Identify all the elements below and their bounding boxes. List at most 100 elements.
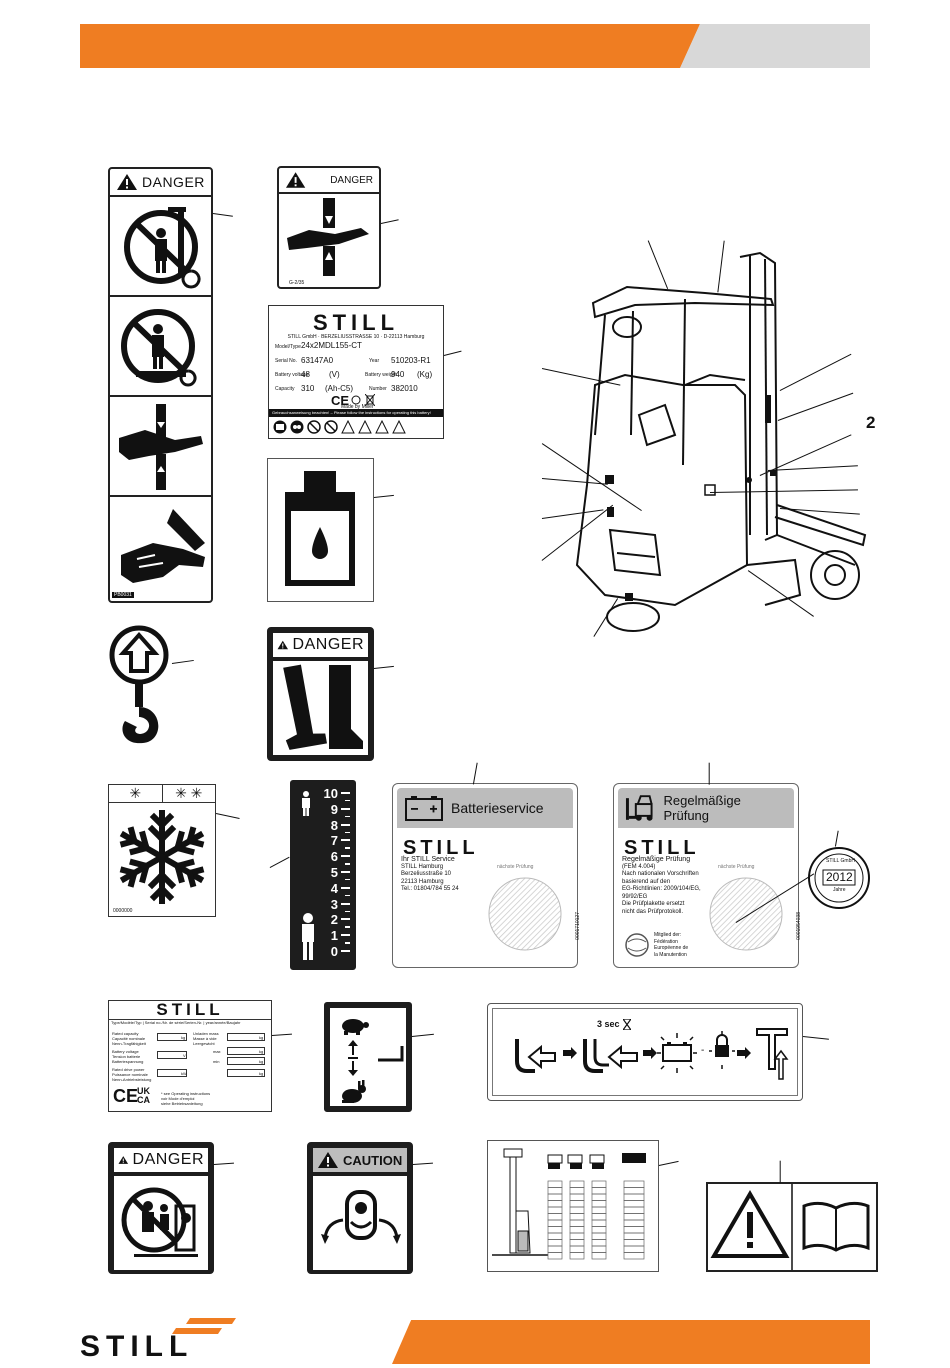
load-chart-cell bbox=[547, 1226, 563, 1234]
leader-line bbox=[215, 813, 240, 820]
weight-unit: (Kg) bbox=[417, 369, 433, 379]
voltage-label: Battery voltage bbox=[275, 371, 309, 378]
capacity-ce-mark: CE bbox=[113, 1085, 139, 1106]
key-hold-step-icon bbox=[583, 1039, 638, 1073]
sequence-dash: - bbox=[701, 1045, 705, 1056]
load-chart-cell bbox=[623, 1219, 645, 1227]
battery-voltage-fr: Tension batterie bbox=[112, 1053, 141, 1059]
code-label: Number bbox=[369, 385, 387, 392]
key-insert-step-icon bbox=[515, 1039, 556, 1073]
voltage-value: 48 bbox=[301, 369, 310, 379]
load-chart-cell bbox=[569, 1200, 585, 1208]
scale-tick bbox=[341, 950, 350, 952]
forklift-icon bbox=[625, 795, 653, 821]
read-manual-label bbox=[706, 1182, 878, 1272]
caution-label: CAUTION bbox=[307, 1142, 413, 1274]
leader-line bbox=[708, 762, 710, 785]
cold-store-label: ✳ ✳ ✳ 0000000 bbox=[108, 784, 216, 917]
scale-half-tick bbox=[345, 910, 350, 912]
member-4: la Manutention bbox=[654, 951, 687, 958]
inspection-title: Regelmäßige Prüfung bbox=[663, 793, 741, 823]
leader-line bbox=[411, 1033, 434, 1038]
battery-voltage-label: Battery voltage bbox=[112, 1048, 139, 1054]
load-chart-cell bbox=[623, 1232, 645, 1240]
nameplate-brand-logo: STILL bbox=[312, 310, 400, 335]
danger-pinch-code: G-2/35 bbox=[289, 279, 305, 286]
header-bar-orange bbox=[80, 24, 700, 68]
no-fire-icon bbox=[307, 419, 321, 434]
danger-strip-code: PB0031 bbox=[112, 591, 134, 598]
battery-service-brand: STILL bbox=[403, 837, 479, 859]
inspection-body-3: EG-Richtlinien: 2009/104/EG, bbox=[622, 886, 701, 892]
load-chart-cell bbox=[547, 1206, 563, 1214]
unit-kg-1: kg bbox=[181, 1034, 186, 1040]
lock-indicator-icon bbox=[709, 1031, 735, 1069]
load-chart-cell bbox=[547, 1245, 563, 1253]
scale-number: 10 bbox=[323, 786, 338, 801]
danger-strip-label: DANGER PB0031 bbox=[108, 167, 213, 603]
seal-year: 2012 bbox=[826, 870, 853, 884]
foot-crush-pictogram bbox=[283, 664, 363, 750]
load-chart-cell bbox=[623, 1213, 645, 1221]
year-label: Year bbox=[369, 357, 380, 364]
battery-indicator-icon bbox=[657, 1033, 697, 1073]
member-2: Fédération bbox=[654, 938, 678, 945]
no-children-icon bbox=[324, 419, 338, 434]
load-chart-cell bbox=[591, 1213, 607, 1221]
battery-warning-icon bbox=[392, 419, 406, 433]
danger-strip-heading: DANGER bbox=[142, 174, 205, 190]
forklift-illustration bbox=[575, 251, 867, 632]
small-person-icon bbox=[302, 791, 310, 816]
scale-number: 0 bbox=[330, 944, 338, 959]
capacity-note-1: * see Operating instructions bbox=[161, 1090, 211, 1096]
load-chart-cell bbox=[591, 1206, 607, 1214]
hydraulic-oil-pictogram bbox=[285, 471, 355, 586]
leader-line bbox=[212, 213, 233, 218]
pinch-hand-pictogram bbox=[287, 198, 369, 276]
battery-icon bbox=[405, 796, 443, 821]
load-chart-cell bbox=[623, 1245, 645, 1253]
battery-service-title: Batterieservice bbox=[451, 800, 544, 816]
capacity-value: 310 bbox=[301, 383, 315, 393]
danger-foot-heading: DANGER bbox=[292, 636, 364, 653]
load-chart-cell bbox=[569, 1232, 585, 1240]
up-down-arrows-icon bbox=[348, 1040, 358, 1076]
unit-kg-3: kg bbox=[259, 1048, 264, 1054]
battery-service-label: Batterieservice STILL Ihr STILL Service … bbox=[392, 783, 581, 968]
member-1: Mitglied der: bbox=[654, 932, 682, 938]
min-label: min bbox=[213, 1058, 220, 1064]
rated-power-de: Nenn-Antriebsleistung bbox=[112, 1076, 152, 1082]
battery-service-code: 0001710127 bbox=[575, 912, 581, 940]
scale-number: 1 bbox=[330, 928, 338, 944]
turtle-slow-icon bbox=[342, 1019, 369, 1035]
scale-half-tick bbox=[345, 847, 350, 849]
arrow-right-icon bbox=[643, 1047, 657, 1059]
load-chart-cell bbox=[591, 1239, 607, 1247]
hourglass-icon bbox=[623, 1019, 631, 1030]
scale-number: 6 bbox=[330, 849, 338, 865]
warning-triangle-icon bbox=[117, 174, 137, 190]
key-turn-step-icon bbox=[756, 1028, 789, 1080]
ukca-mark-top: UK bbox=[137, 1085, 150, 1096]
unit-kg-2: kg bbox=[259, 1034, 264, 1040]
arrow-right-icon bbox=[737, 1047, 751, 1059]
goggles-icon bbox=[290, 420, 304, 433]
capacity-note-3: siehe Betriebsanleitung bbox=[161, 1100, 203, 1106]
fem-globe-icon bbox=[625, 933, 649, 957]
unit-kg-4: kg bbox=[259, 1058, 264, 1064]
trapped-hand-pictogram: PB0031 bbox=[110, 497, 211, 599]
footer-logo-text: STILL bbox=[80, 1330, 194, 1363]
load-chart-cell bbox=[569, 1180, 585, 1188]
truck-decal-marker bbox=[605, 475, 614, 484]
battery-nameplate: STILL STILL GmbH · BERZELIUSSTRASSE 10 ·… bbox=[268, 305, 444, 439]
rated-power-label: Rated drive power bbox=[112, 1066, 145, 1072]
danger-foot-label: DANGER bbox=[267, 627, 374, 761]
load-chart-cell bbox=[569, 1213, 585, 1221]
scale-half-tick bbox=[345, 831, 350, 833]
footer-logo: STILL bbox=[80, 1314, 236, 1366]
large-person-icon bbox=[302, 913, 314, 960]
load-chart-cell bbox=[569, 1206, 585, 1214]
service-phone: Tel.: 01804/784 55 24 bbox=[401, 886, 459, 892]
service-name: Ihr STILL Service bbox=[401, 856, 455, 863]
load-chart-cell bbox=[569, 1226, 585, 1234]
